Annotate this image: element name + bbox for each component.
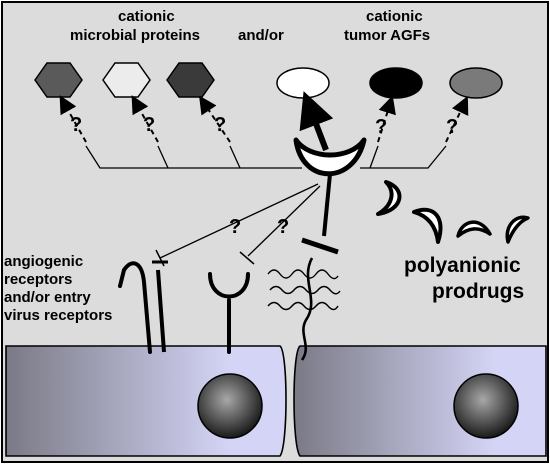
- hexagon-protein-1: [34, 62, 83, 98]
- label-angiogenic: angiogenic: [4, 253, 84, 270]
- question-mark-1: ?: [70, 114, 83, 136]
- prodrug-crescent-1: [376, 180, 402, 216]
- wavy-stem: [300, 257, 314, 361]
- label-cationic-2: cationic: [366, 8, 423, 25]
- central-stalk-bar: [301, 237, 339, 255]
- label-andor: and/or: [238, 27, 284, 44]
- inhibition-line-1: [159, 183, 319, 259]
- connector-branch-2: [157, 145, 169, 169]
- oval-factor-2: [369, 67, 423, 99]
- hexagon-protein-3: [166, 62, 215, 98]
- question-mark-4: ?: [375, 116, 388, 138]
- inhibition-bar-2: [239, 251, 255, 265]
- label-andor-entry: and/or entry: [4, 289, 91, 306]
- prodrug-crescent-2: [412, 207, 443, 244]
- question-mark-2: ?: [143, 114, 156, 136]
- connector-branch-left: [85, 145, 302, 169]
- label-polyanionic: polyanionic: [404, 254, 521, 277]
- receptor-hook-second-strand: [156, 269, 166, 353]
- nucleus-left: [197, 373, 263, 439]
- hexagon-protein-2: [102, 62, 151, 98]
- wavy-strand-2: [269, 285, 341, 295]
- inhibition-line-2: [247, 185, 321, 257]
- question-mark-7: ?: [277, 216, 290, 238]
- central-stalk: [322, 173, 332, 237]
- nucleus-right: [453, 373, 519, 439]
- connector-branch-right: [360, 145, 447, 169]
- prodrug-crescent-4: [505, 215, 530, 244]
- question-mark-3: ?: [214, 114, 227, 136]
- question-mark-6: ?: [229, 216, 242, 238]
- dashed-arrow-2: [131, 95, 159, 143]
- receptor-hook: [118, 261, 152, 354]
- question-mark-5: ?: [446, 116, 459, 138]
- dashed-arrow-5: [445, 95, 469, 143]
- label-microbial-proteins: microbial proteins: [70, 27, 201, 44]
- dashed-arrow-1: [59, 95, 87, 143]
- wavy-strand-3: [267, 301, 339, 311]
- connector-branch-3: [229, 145, 241, 169]
- label-receptors: receptors: [4, 271, 73, 288]
- label-cationic-1: cationic: [118, 8, 175, 25]
- dashed-arrow-4: [377, 95, 396, 143]
- central-polyanion-cup: [293, 137, 367, 177]
- dashed-arrow-3: [199, 95, 231, 143]
- connector-branch-4: [369, 145, 379, 169]
- label-tumor-agfs: tumor AGFs: [344, 27, 431, 44]
- wavy-strand-1: [267, 269, 339, 280]
- label-virus-receptors: virus receptors: [4, 307, 113, 324]
- oval-factor-3: [449, 67, 503, 99]
- label-prodrugs: prodrugs: [432, 280, 525, 303]
- prodrug-crescent-3: [456, 220, 492, 238]
- receptor-y: [208, 272, 250, 354]
- central-arrow: [299, 91, 334, 152]
- oval-factor-1: [276, 67, 330, 99]
